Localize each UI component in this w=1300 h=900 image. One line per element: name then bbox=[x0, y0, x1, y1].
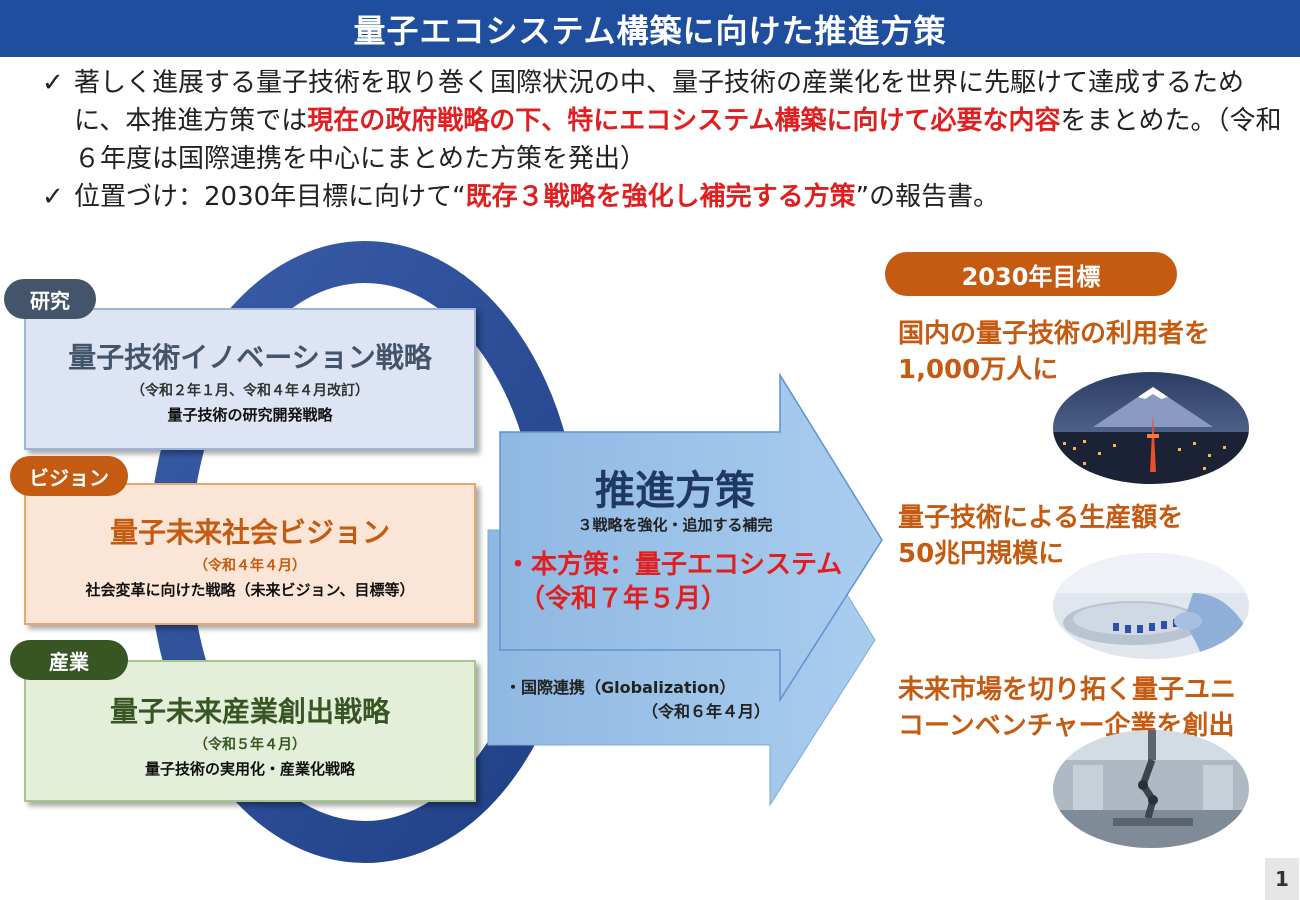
vision-tag: ビジョン bbox=[10, 456, 128, 496]
strategy-date: （令和４年４月） bbox=[194, 558, 306, 574]
bullet-text: ”の報告書。 bbox=[855, 182, 1000, 212]
main-arrow bbox=[499, 372, 883, 703]
bullet-purpose: ✓ 著しく進展する量子技術を取り巻く国際状況の中、量子技術の産業化を世界に先駆け… bbox=[42, 64, 1282, 178]
vision-strategy-box: 量子未来社会ビジョン （令和４年４月） 社会変革に向けた戦略（未来ビジョン、目標… bbox=[24, 483, 476, 625]
policy-main-line: ・本方策：量子エコシステム bbox=[505, 550, 843, 580]
intl-date: （令和６年４月） bbox=[641, 702, 770, 721]
laboratory-photo bbox=[1053, 553, 1249, 659]
intl-policy: ・国際連携（Globalization） （令和６年４月） bbox=[505, 676, 770, 724]
page-title: 量子エコシステム構築に向けた推進方策 bbox=[0, 0, 1300, 57]
strategy-name: 量子技術イノベーション戦略 bbox=[68, 341, 432, 374]
goal-header-badge: 2030年目標 bbox=[885, 252, 1177, 296]
policy-main-date: （令和７年５月） bbox=[519, 584, 728, 614]
check-icon: ✓ bbox=[42, 182, 64, 212]
goal-line: 50兆円規模に bbox=[898, 539, 1065, 569]
strategy-desc: 量子技術の実用化・産業化戦略 bbox=[144, 760, 355, 778]
goal-users: 国内の量子技術の利用者を 1,000万人に bbox=[898, 316, 1298, 388]
strategy-name: 量子未来社会ビジョン bbox=[109, 516, 390, 549]
bullet-text: 位置づけ：2030年目標に向けて“ bbox=[74, 182, 466, 212]
goal-production: 量子技術による生産額を 50兆円規模に bbox=[898, 500, 1298, 572]
goal-unicorn: 未来市場を切り拓く量子ユニ コーンベンチャー企業を創出 bbox=[898, 672, 1298, 744]
bullet-text: をまとめた。（令和６年度は国際連携を中心にまとめた方策を発出） bbox=[74, 106, 1282, 174]
bullet-emphasis: 既存３戦略を強化し補完する方策 bbox=[465, 182, 856, 212]
strategy-date: （令和５年４月） bbox=[194, 737, 306, 753]
bullet-emphasis: 現在の政府戦略の下、特にエコシステム構築に向けて必要な内容 bbox=[307, 106, 1061, 136]
policy-subtitle: ３戦略を強化・追加する補完 bbox=[577, 516, 773, 534]
page-number: 1 bbox=[1265, 858, 1299, 900]
strategy-name: 量子未来産業創出戦略 bbox=[109, 695, 390, 728]
bullet-positioning: ✓ 位置づけ：2030年目標に向けて“既存３戦略を強化し補完する方策”の報告書。 bbox=[42, 178, 1282, 216]
city-skyline-photo bbox=[1053, 372, 1249, 484]
goal-line: 1,000万人に bbox=[898, 355, 1059, 385]
robot-factory-photo bbox=[1053, 730, 1249, 848]
intro-bullets: ✓ 著しく進展する量子技術を取り巻く国際状況の中、量子技術の産業化を世界に先駆け… bbox=[42, 64, 1282, 216]
goal-line: 量子技術による生産額を bbox=[898, 503, 1184, 533]
check-icon: ✓ bbox=[42, 68, 64, 98]
strategy-desc: 量子技術の研究開発戦略 bbox=[167, 406, 333, 424]
industry-strategy-box: 量子未来産業創出戦略 （令和５年４月） 量子技術の実用化・産業化戦略 bbox=[24, 660, 476, 802]
policy-title: 推進方策 bbox=[595, 468, 755, 514]
policy-main: ・本方策：量子エコシステム （令和７年５月） bbox=[505, 548, 855, 616]
goal-line: 国内の量子技術の利用者を bbox=[898, 319, 1211, 349]
intl-line: ・国際連携（Globalization） bbox=[505, 678, 736, 697]
strategy-desc: 社会変革に向けた戦略（未来ビジョン、目標等） bbox=[85, 581, 415, 599]
strategy-date: （令和２年１月、令和４年４月改訂） bbox=[131, 383, 369, 399]
research-tag: 研究 bbox=[4, 279, 96, 319]
research-strategy-box: 量子技術イノベーション戦略 （令和２年１月、令和４年４月改訂） 量子技術の研究開… bbox=[24, 308, 476, 450]
industry-tag: 産業 bbox=[10, 640, 128, 680]
goal-line: 未来市場を切り拓く量子ユニ bbox=[898, 675, 1237, 705]
bullet-text: 著しく進展する量子技術を取り巻く国際状況の中、量子技術の産業化を世界に先駆けて達… bbox=[74, 68, 1245, 136]
